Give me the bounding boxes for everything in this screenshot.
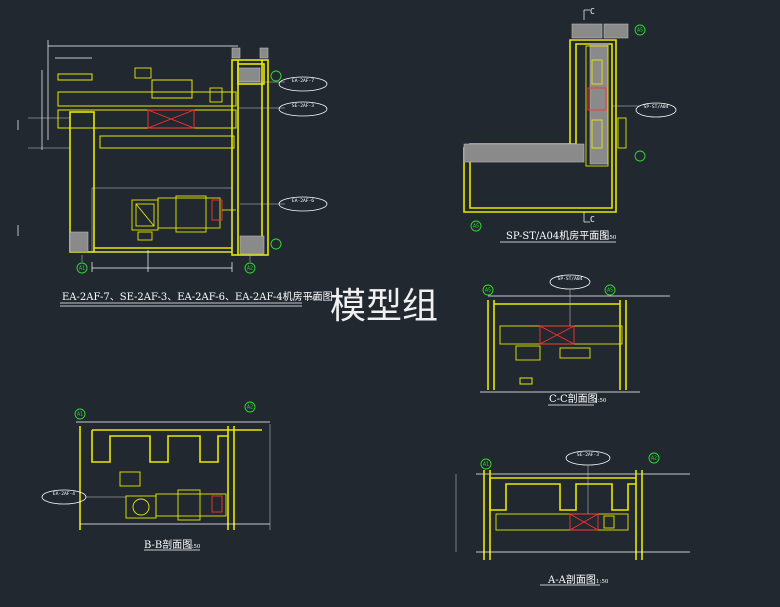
svg-text:A2: A2 — [247, 266, 253, 272]
svg-text:A2: A2 — [247, 405, 253, 411]
section-aa-scale: 1:50 — [596, 579, 609, 585]
svg-text:EA-2AF-6: EA-2AF-6 — [292, 198, 314, 204]
svg-text:SE-2AF-3: SE-2AF-3 — [292, 103, 314, 109]
grid-bubble-a1: A1 — [76, 255, 88, 274]
tag-aa-se-2af-3: SE-2AF-3 — [565, 450, 611, 514]
svg-text:A5: A5 — [607, 288, 613, 294]
svg-text:A1: A1 — [79, 266, 85, 272]
grid-bubble-sp-right — [634, 150, 646, 162]
tag-ea-2af-6: EA-2AF-6 — [278, 196, 328, 212]
svg-text:A1: A1 — [77, 412, 83, 418]
grid-bubble-a5-bottom: A5 — [470, 220, 482, 232]
svg-text:SE-2AF-3: SE-2AF-3 — [577, 452, 599, 458]
svg-text:A5: A5 — [637, 28, 643, 34]
svg-text:EA-2AF-7: EA-2AF-7 — [292, 78, 314, 84]
grid-bubble-a5-top: A5 — [634, 24, 646, 36]
grid-bubble-aa-a1: A1 — [480, 458, 492, 470]
section-aa-title: A-A剖面图 — [547, 573, 596, 586]
tag-sp-st-a04: SP-ST/A04 — [635, 102, 677, 118]
grid-bubble-cc-a5-left: A5 — [482, 284, 494, 296]
tag-cc-sp-st-a04: SP-ST/A04 — [549, 274, 591, 326]
section-aa-drawing — [455, 470, 690, 586]
section-bb-title: B-B剖面图 — [144, 538, 192, 551]
plan-main-title: EA-2AF-7、SE-2AF-3、EA-2AF-6、EA-2AF-4机房平面图 — [62, 290, 333, 303]
plan-sp-scale: 1:50 — [604, 235, 617, 241]
watermark: 模型组 — [330, 286, 438, 327]
section-cc-title: C-C剖面图 — [549, 392, 598, 405]
section-bb-drawing — [76, 421, 271, 551]
svg-text:A5: A5 — [485, 288, 491, 294]
grid-bubble-bb-a1: A1 — [74, 408, 86, 420]
grid-bubble-cc-a5-right: A5 — [604, 284, 616, 296]
grid-bubble-right-bottom — [270, 238, 282, 250]
svg-text:SP-ST/A04: SP-ST/A04 — [644, 104, 669, 110]
section-bb-scale: 1:50 — [188, 544, 201, 550]
section-cc-scale: 1:50 — [594, 398, 607, 404]
section-cc-drawing — [480, 295, 670, 406]
tag-bb-ea-2af-4: EA-2AF-4 — [41, 489, 126, 505]
section-mark-c-bottom: C — [590, 215, 595, 224]
svg-text:SP-ST/A04: SP-ST/A04 — [558, 276, 583, 282]
plan-main-scale: 1:50 — [304, 296, 317, 302]
plan-sp-title: SP-ST/A04机房平面图 — [506, 229, 609, 242]
plan-sp-drawing — [463, 9, 640, 243]
svg-text:EA-2AF-4: EA-2AF-4 — [53, 491, 75, 497]
tag-ea-2af-7: EA-2AF-7 — [278, 76, 328, 92]
grid-bubble-aa-a2: A2 — [648, 452, 660, 464]
svg-text:A5: A5 — [473, 224, 479, 230]
grid-bubble-bb-a2: A2 — [244, 401, 256, 413]
grid-bubble-a2: A2 — [244, 255, 256, 274]
svg-text:A2: A2 — [651, 456, 657, 462]
grid-bubble-right-top — [270, 70, 282, 82]
section-mark-c-top: C — [590, 7, 595, 16]
tag-se-2af-3: SE-2AF-3 — [278, 101, 328, 117]
svg-text:A1: A1 — [483, 462, 489, 468]
plan-main-drawing — [17, 40, 302, 307]
